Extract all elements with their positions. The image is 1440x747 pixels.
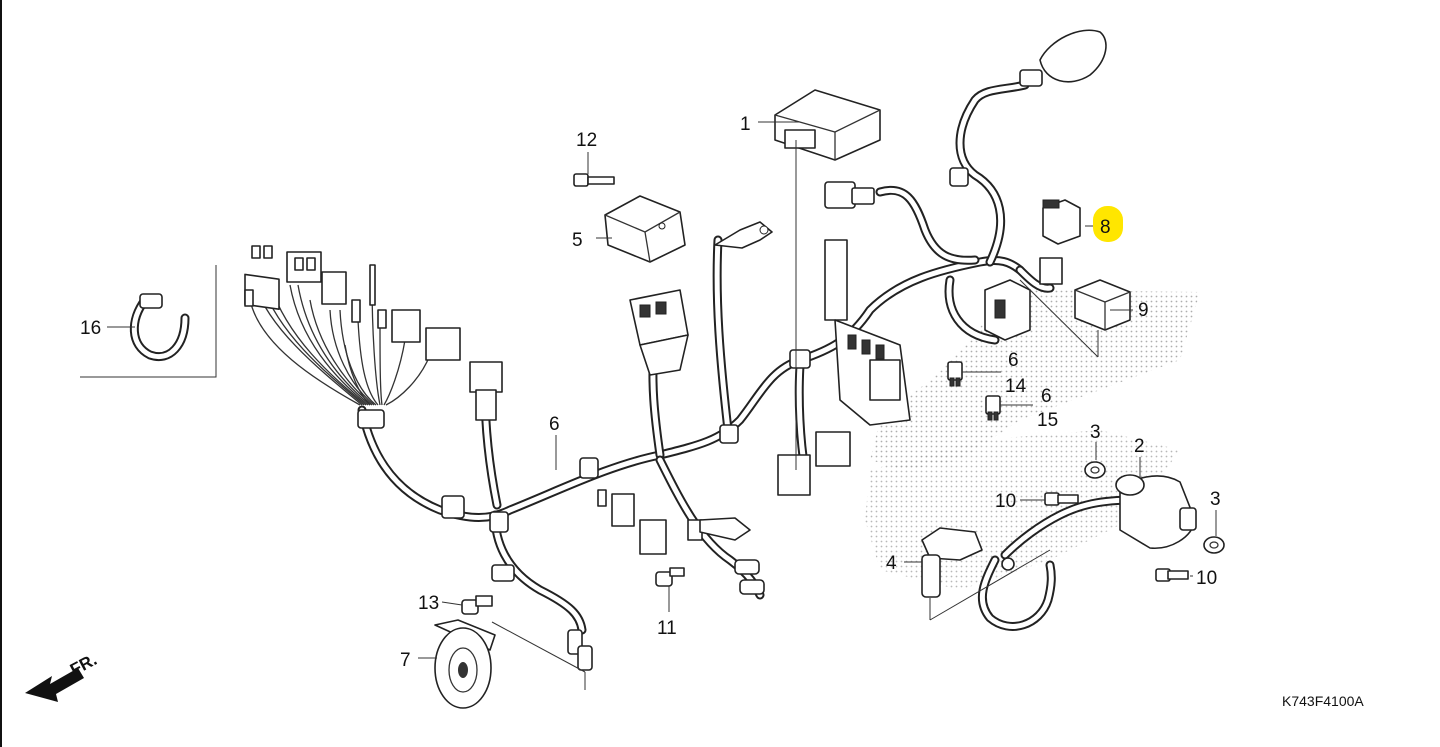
- part-nut-3a: [1084, 461, 1106, 479]
- fuse-box-lower-connectors: [777, 431, 851, 496]
- callout-6a[interactable]: 6: [549, 414, 560, 435]
- part-cable-tie-16: [129, 293, 190, 361]
- inset-frame-16: [80, 265, 217, 378]
- part-bolt-10a: [1044, 492, 1079, 506]
- ignition-switch-connector: [629, 289, 689, 376]
- callout-labels: 1 2 3 3 4 5 6 6 6 7 8 9 10 10 11 12 13 1…: [80, 114, 1221, 671]
- part-horn: [434, 619, 593, 709]
- callout-8-highlight: [1093, 206, 1123, 242]
- callout-4[interactable]: 4: [886, 553, 897, 574]
- harness-clamps: [357, 349, 811, 582]
- part-relay-9: [1074, 279, 1131, 331]
- part-nut-3b: [1203, 536, 1225, 554]
- callout-9[interactable]: 9: [1138, 300, 1149, 321]
- callout-1[interactable]: 1: [740, 114, 751, 135]
- leader-lines: [107, 121, 1217, 690]
- callout-10b[interactable]: 10: [1196, 568, 1217, 589]
- callout-5[interactable]: 5: [572, 230, 583, 251]
- drawing-code: K743F4100A: [1282, 693, 1364, 709]
- callout-8[interactable]: 8: [1100, 217, 1111, 238]
- front-direction-arrow: FR.: [25, 650, 100, 702]
- part-fuse-14: [947, 361, 963, 387]
- callout-3a[interactable]: 3: [1090, 422, 1101, 443]
- callout-6c[interactable]: 6: [1041, 386, 1052, 407]
- ground-terminal-top: [714, 221, 773, 249]
- part-relay-8: [1042, 199, 1081, 245]
- part-ecu-box: [774, 89, 881, 161]
- callout-10a[interactable]: 10: [995, 491, 1016, 512]
- callout-12[interactable]: 12: [576, 130, 597, 151]
- top-connector: [824, 181, 875, 209]
- harness-connectors-left: [244, 245, 461, 361]
- part-spark-plug-cap: [921, 527, 1056, 631]
- part-bolt-10b: [1155, 568, 1189, 582]
- callout-14[interactable]: 14: [1005, 376, 1027, 397]
- callout-3b[interactable]: 3: [1210, 489, 1221, 510]
- part-bolt-11: [655, 567, 685, 587]
- starter-relay: [984, 257, 1063, 341]
- top-right-cap: [949, 29, 1107, 187]
- callout-13[interactable]: 13: [418, 593, 439, 614]
- part-bolt-12: [573, 173, 615, 187]
- part-ignition-coil: [1000, 474, 1197, 560]
- callout-15[interactable]: 15: [1037, 410, 1058, 431]
- part-regulator: [604, 195, 686, 263]
- lower-connectors: [597, 489, 765, 595]
- part-bolt-13: [461, 595, 493, 615]
- fuse-box: [824, 239, 911, 426]
- callout-6b[interactable]: 6: [1008, 350, 1019, 371]
- mid-connector: [469, 361, 503, 421]
- callout-7[interactable]: 7: [400, 650, 411, 671]
- callout-11[interactable]: 11: [657, 618, 677, 639]
- callout-2[interactable]: 2: [1134, 436, 1145, 457]
- callout-16[interactable]: 16: [80, 318, 101, 339]
